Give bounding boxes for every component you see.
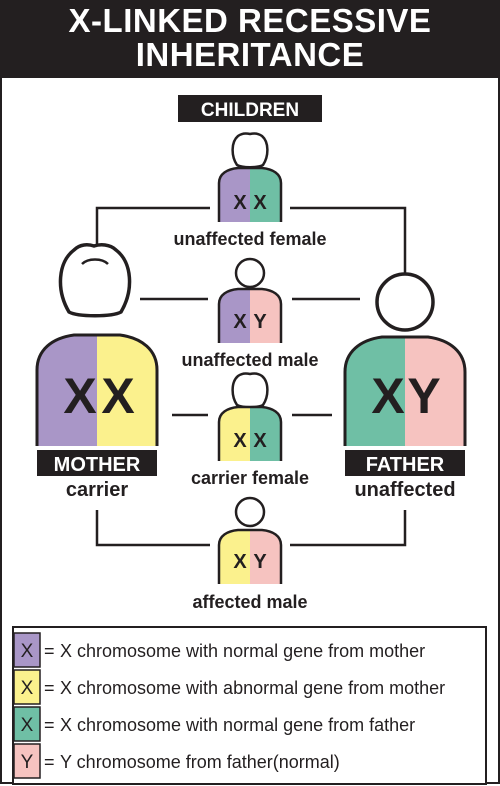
legend-swatch-mother-abnormal: [13, 669, 41, 705]
children-label: CHILDREN: [201, 100, 299, 121]
child4-chromosome-1: X: [233, 551, 247, 573]
legend-swatch-father-y: [13, 743, 41, 779]
children-label-box: [178, 95, 322, 122]
father-left-half: [345, 337, 405, 446]
child1-hair-icon: [231, 132, 269, 169]
mother-label: MOTHER: [54, 454, 141, 476]
legend-letter-4: Y: [21, 752, 34, 773]
child2-caption: unaffected male: [181, 350, 318, 370]
legend-text-4: Y chromosome from father(normal): [60, 752, 340, 772]
legend-letter-2: X: [21, 678, 34, 699]
child4-chromosome-2: Y: [253, 551, 267, 573]
father-figure: X Y FATHER unaffected: [343, 272, 467, 501]
child3-hair-icon: [231, 372, 269, 409]
legend-equals-3: =: [44, 715, 55, 735]
child3-chromosome-1: X: [233, 430, 247, 452]
legend-swatch-mother-normal: [13, 632, 41, 668]
child2-chromosome-2: Y: [253, 311, 267, 333]
title-bar: X-LINKED RECESSIVE INHERITANCE: [0, 0, 500, 78]
mother-figure: X X MOTHER carrier: [35, 243, 159, 501]
legend-equals-1: =: [44, 641, 55, 661]
child1-chromosome-2: X: [253, 192, 267, 214]
child2-chromosome-1: X: [233, 311, 247, 333]
father-label-box: [345, 450, 465, 476]
child4-caption: affected male: [192, 592, 307, 612]
child-unaffected-female: X X unaffected female: [173, 132, 327, 249]
child3-caption: carrier female: [191, 468, 309, 488]
legend-text-1: X chromosome with normal gene from mothe…: [60, 641, 425, 661]
father-head-icon: [375, 272, 435, 332]
mother-chromosome-1: X: [63, 368, 96, 424]
child4-head-icon: [234, 496, 266, 528]
title-line-2: INHERITANCE: [135, 36, 365, 73]
mother-label-box: [37, 450, 157, 476]
father-right-half: [405, 337, 465, 446]
child3-chromosome-2: X: [253, 430, 267, 452]
child-affected-male: X Y affected male: [192, 496, 308, 612]
legend: X = X chromosome with normal gene from m…: [12, 626, 487, 785]
child-unaffected-male: X Y unaffected male: [181, 257, 319, 370]
mother-hair-icon: [58, 243, 132, 318]
connector-lines: [95, 206, 407, 547]
connector-father-child4: [290, 510, 407, 547]
mother-left-half: [37, 335, 97, 446]
legend-swatch-father-normal: [13, 706, 41, 742]
child1-caption: unaffected female: [173, 229, 326, 249]
child1-chromosome-1: X: [233, 192, 247, 214]
legend-letter-1: X: [21, 641, 34, 662]
mother-chromosome-2: X: [101, 368, 134, 424]
title-line-1: X-LINKED RECESSIVE: [68, 2, 432, 39]
legend-letter-3: X: [21, 715, 34, 736]
connector-mother-child4: [95, 510, 210, 547]
legend-equals-4: =: [44, 752, 55, 772]
father-chromosome-1: X: [371, 368, 404, 424]
legend-text-2: X chromosome with abnormal gene from mot…: [60, 678, 445, 698]
connector-father-child1: [290, 206, 407, 275]
mother-right-half: [97, 335, 157, 446]
legend-equals-2: =: [44, 678, 55, 698]
legend-box: [12, 626, 487, 785]
father-chromosome-2: Y: [407, 368, 440, 424]
father-label: FATHER: [366, 454, 445, 476]
father-status: unaffected: [354, 479, 455, 501]
mother-status: carrier: [66, 479, 128, 501]
child-carrier-female: X X carrier female: [191, 372, 309, 488]
legend-text-3: X chromosome with normal gene from fathe…: [60, 715, 415, 735]
child2-head-icon: [234, 257, 266, 289]
